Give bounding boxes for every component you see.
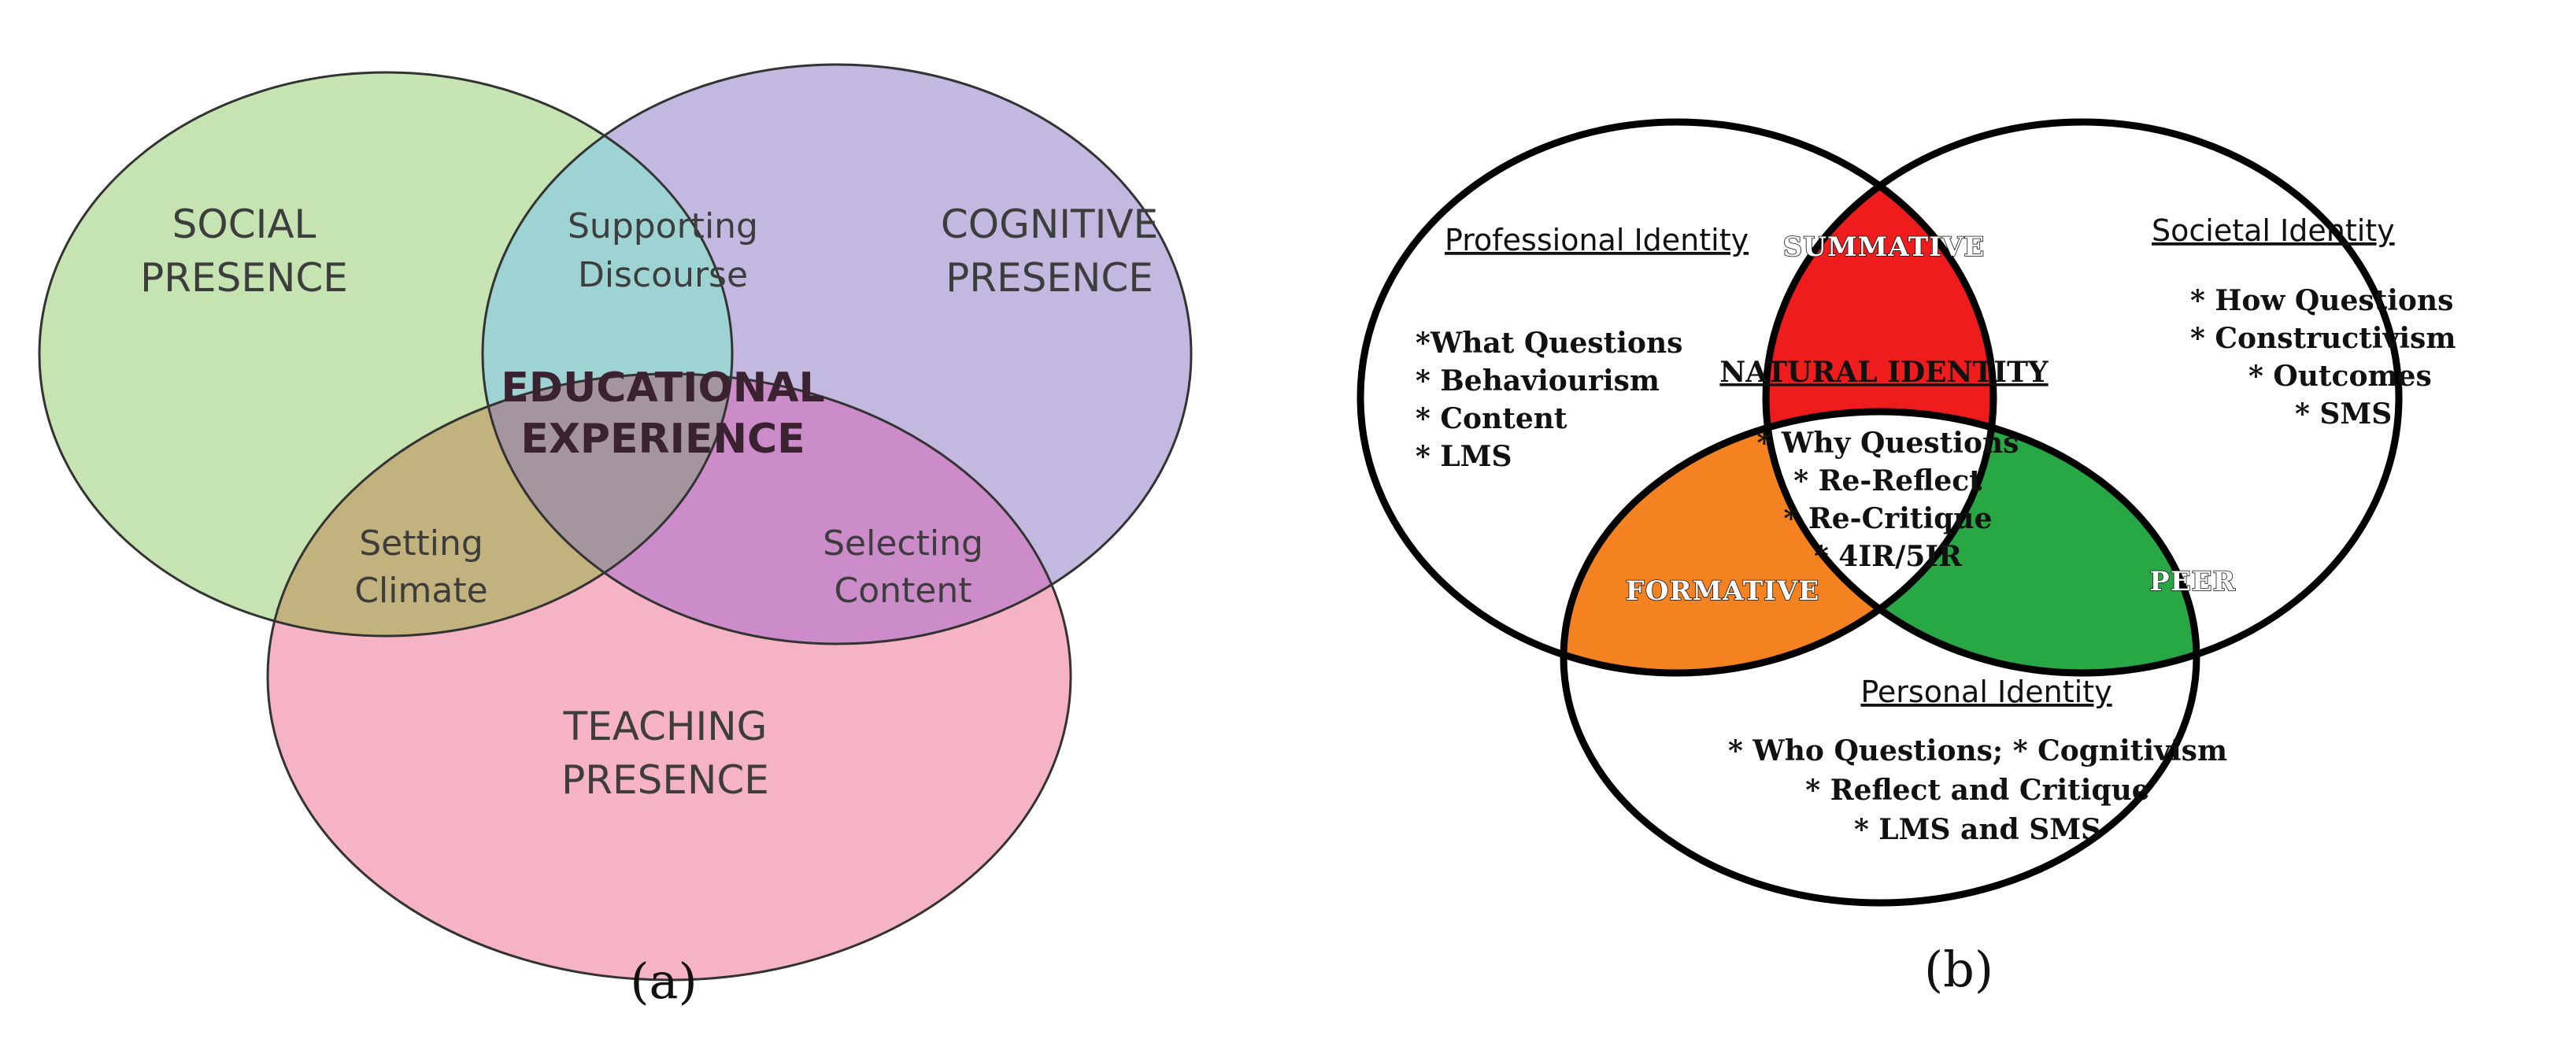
societal-identity-heading: Societal Identity [2152, 213, 2395, 248]
selecting-content-label-line1: Selecting [823, 523, 983, 564]
supporting-discourse-label-line1: Supporting [568, 206, 758, 246]
selecting-content-label-line2: Content [835, 571, 972, 611]
setting-climate-label-line1: Setting [359, 523, 483, 564]
diagram-a: SOCIAL PRESENCE COGNITIVE PRESENCE TEACH… [38, 63, 1193, 1010]
cognitive-presence-label-line1: COGNITIVE [941, 202, 1158, 247]
teaching-presence-label-line1: TEACHING [563, 704, 768, 749]
societal-item-2: * Constructivism [2190, 322, 2456, 355]
societal-item-4: * SMS [2295, 397, 2392, 431]
professional-identity-heading: Professional Identity [1445, 223, 1749, 257]
summative-label: SUMMATIVE [1783, 231, 1986, 263]
societal-item-1: * How Questions [2190, 284, 2453, 317]
caption-a: (a) [630, 952, 697, 1010]
natural-item-4: * 4IR/5IR [1814, 540, 1963, 573]
professional-item-1: *What Questions [1416, 327, 1682, 360]
diagram-b: Professional Identity *What Questions * … [1360, 122, 2456, 998]
personal-item-1: * Who Questions; * Cognitivism [1728, 734, 2227, 767]
cognitive-presence-label-line2: PRESENCE [946, 255, 1153, 301]
personal-item-2: * Reflect and Critique [1805, 774, 2149, 807]
educational-experience-label-line2: EXPERIENCE [520, 416, 805, 463]
social-presence-label-line2: PRESENCE [140, 255, 348, 301]
societal-item-3: * Outcomes [2248, 360, 2432, 393]
personal-item-3: * LMS and SMS [1854, 813, 2101, 846]
natural-identity-heading: NATURAL IDENTITY [1719, 356, 2049, 389]
educational-experience-label-line1: EDUCATIONAL [501, 364, 824, 412]
supporting-discourse-label-line2: Discourse [578, 255, 748, 295]
professional-item-2: * Behaviourism [1416, 364, 1660, 397]
professional-item-4: * LMS [1416, 440, 1512, 473]
caption-b: (b) [1924, 941, 1993, 998]
personal-identity-heading: Personal Identity [1860, 675, 2112, 709]
setting-climate-label-line2: Climate [354, 571, 487, 611]
social-presence-label-line1: SOCIAL [172, 202, 316, 247]
natural-item-2: * Re-Reflect [1793, 464, 1982, 497]
teaching-presence-label-line2: PRESENCE [561, 757, 769, 803]
professional-item-3: * Content [1416, 402, 1567, 435]
formative-label: FORMATIVE [1626, 575, 1820, 607]
natural-item-3: * Re-Critique [1784, 502, 1993, 535]
peer-label: PEER [2149, 566, 2236, 597]
natural-item-1: * Why Questions [1757, 427, 2019, 460]
